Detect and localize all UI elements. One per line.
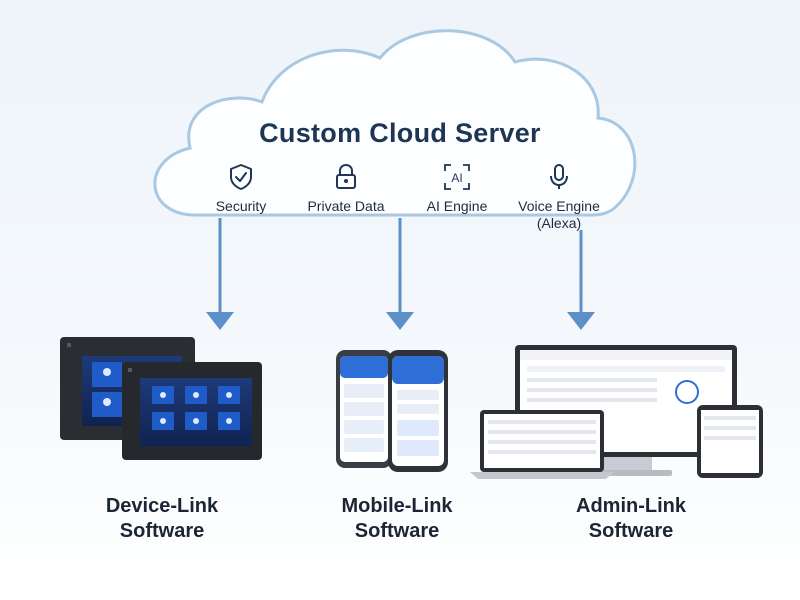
caption-line2: Software: [588, 520, 674, 542]
feature-private-data: Private Data: [281, 162, 411, 215]
feature-ai-engine: AI AI Engine: [392, 162, 522, 215]
feature-voice-engine: Voice Engine (Alexa): [494, 162, 624, 232]
mobile-phones-illustration: [336, 350, 448, 472]
feature-label: Private Data: [307, 198, 385, 214]
caption-admin-link: Admin-Link Software: [531, 494, 731, 544]
cloud-shape: [153, 29, 637, 217]
caption-line1: Device-Link: [105, 495, 219, 517]
feature-label: Security: [215, 198, 267, 214]
lock-icon: [336, 163, 356, 189]
feature-label: AI Engine: [426, 198, 488, 214]
caption-device-link: Device-Link Software: [62, 494, 262, 544]
caption-line2: Software: [354, 520, 440, 542]
ai-icon-glyph: AI: [451, 171, 462, 185]
shield-check-icon: [230, 164, 252, 190]
cloud-title: Custom Cloud Server: [259, 118, 541, 148]
admin-screens-illustration: [470, 345, 763, 479]
caption-line2: Software: [119, 520, 205, 542]
feature-label: Voice Engine: [518, 198, 600, 214]
device-panels-illustration: [60, 337, 262, 460]
arrows: [206, 218, 595, 330]
caption-line1: Mobile-Link: [341, 495, 453, 517]
caption-mobile-link: Mobile-Link Software: [297, 494, 497, 544]
microphone-icon: [550, 164, 568, 189]
feature-label-sub: (Alexa): [536, 215, 582, 231]
feature-security: Security: [176, 162, 306, 215]
caption-line1: Admin-Link: [576, 495, 686, 517]
ai-icon: AI: [444, 164, 470, 190]
